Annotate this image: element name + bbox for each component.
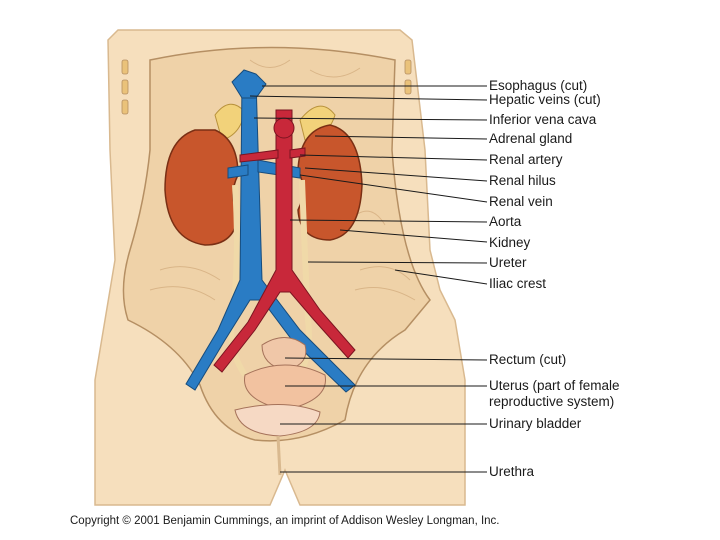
label-hepatic-veins: Hepatic veins (cut) [489,92,601,108]
label-inferior-vena-cava: Inferior vena cava [489,112,596,128]
label-kidney: Kidney [489,235,530,251]
aorta-top [274,118,294,138]
label-ureter: Ureter [489,255,527,271]
renal-artery-right [290,148,305,158]
urethra [278,436,280,475]
label-urinary-bladder: Urinary bladder [489,416,581,432]
label-uterus-line2: reproductive system) [489,394,614,410]
label-uterus-line1: Uterus (part of female [489,378,620,394]
label-aorta: Aorta [489,214,521,230]
copyright-notice: Copyright © 2001 Benjamin Cummings, an i… [70,515,500,527]
label-urethra: Urethra [489,464,534,480]
kidney-left [165,130,238,245]
label-renal-artery: Renal artery [489,152,563,168]
label-adrenal-gland: Adrenal gland [489,131,572,147]
label-renal-vein: Renal vein [489,194,553,210]
label-renal-hilus: Renal hilus [489,173,556,189]
label-iliac-crest: Iliac crest [489,276,546,292]
label-rectum: Rectum (cut) [489,352,566,368]
